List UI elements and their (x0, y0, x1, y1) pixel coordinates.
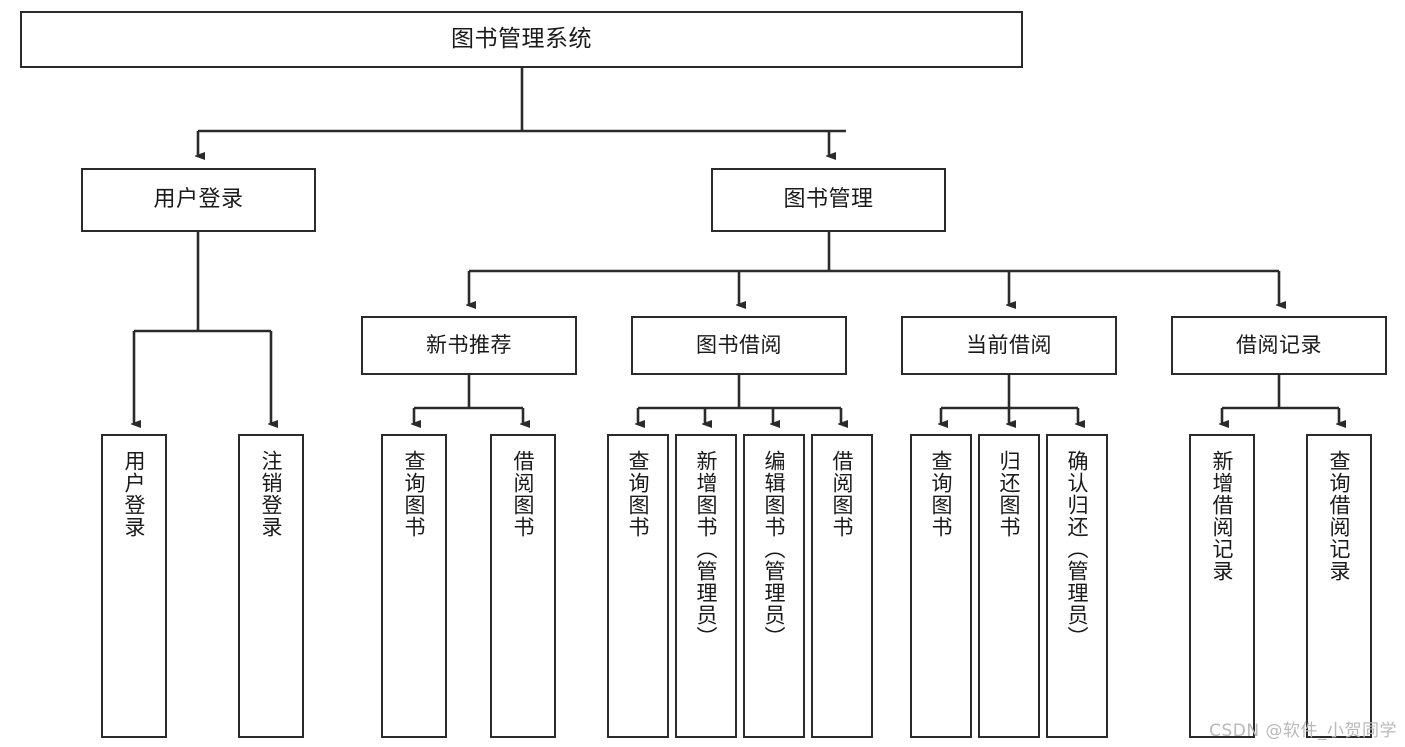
node-book-borrow[interactable]: 图书借阅 (631, 316, 847, 375)
leaf-new-book-borrow-book[interactable]: 借阅图书 (490, 434, 556, 738)
node-label: 归还图书 (997, 450, 1022, 538)
node-label: 图书管理系统 (451, 26, 592, 53)
leaf-current-borrow-confirm-return-admin[interactable]: 确认归还（管理员） (1046, 434, 1108, 738)
node-label: 新增图书（管理员） (694, 450, 719, 648)
leaf-book-borrow-query-book[interactable]: 查询图书 (607, 434, 669, 738)
node-root-book-management-system[interactable]: 图书管理系统 (20, 11, 1023, 68)
node-book-management[interactable]: 图书管理 (711, 168, 946, 232)
leaf-book-borrow-add-book-admin[interactable]: 新增图书（管理员） (675, 434, 737, 738)
leaf-current-borrow-query-book[interactable]: 查询图书 (910, 434, 972, 738)
node-label: 借阅图书 (830, 450, 855, 538)
leaf-new-book-query-book[interactable]: 查询图书 (381, 434, 447, 738)
node-label: 用户登录 (122, 450, 147, 538)
node-label: 图书借阅 (696, 332, 782, 357)
node-label: 注销登录 (259, 450, 284, 538)
leaf-user-login-logout[interactable]: 注销登录 (238, 434, 304, 738)
watermark: CSDN @软件_小贺同学 (1209, 721, 1397, 741)
node-label: 查询图书 (929, 450, 954, 538)
node-label: 用户登录 (153, 186, 244, 212)
node-label: 查询图书 (626, 450, 651, 538)
leaf-user-login-login[interactable]: 用户登录 (101, 434, 167, 738)
leaf-current-borrow-return-book[interactable]: 归还图书 (978, 434, 1040, 738)
leaf-borrow-record-add-record[interactable]: 新增借阅记录 (1189, 434, 1255, 738)
leaf-book-borrow-borrow-book[interactable]: 借阅图书 (811, 434, 873, 738)
leaf-book-borrow-edit-book-admin[interactable]: 编辑图书（管理员） (743, 434, 805, 738)
node-label: 新增借阅记录 (1210, 450, 1235, 582)
node-label: 查询借阅记录 (1327, 450, 1352, 582)
node-label: 借阅图书 (511, 450, 536, 538)
node-label: 查询图书 (402, 450, 427, 538)
node-user-login[interactable]: 用户登录 (81, 168, 316, 232)
node-label: 借阅记录 (1236, 332, 1322, 357)
node-label: 新书推荐 (426, 332, 512, 357)
leaf-borrow-record-query-record[interactable]: 查询借阅记录 (1306, 434, 1372, 738)
node-label: 确认归还（管理员） (1065, 450, 1090, 648)
node-label: 图书管理 (783, 186, 874, 212)
node-new-book-recommend[interactable]: 新书推荐 (361, 316, 577, 375)
node-label: 当前借阅 (966, 332, 1052, 357)
node-current-borrow[interactable]: 当前借阅 (901, 316, 1117, 375)
node-label: 编辑图书（管理员） (762, 450, 787, 648)
node-borrow-record[interactable]: 借阅记录 (1171, 316, 1387, 375)
